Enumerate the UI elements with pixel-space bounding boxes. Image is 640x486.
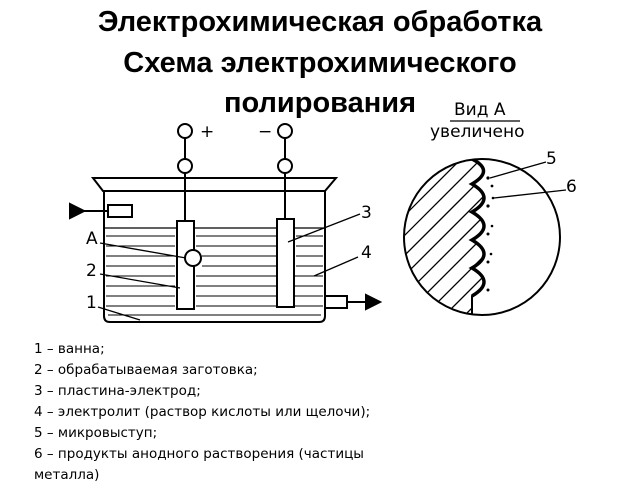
view-leaders — [489, 161, 567, 199]
view-label: Вид А — [454, 100, 506, 120]
title-line-3: полирования — [223, 87, 417, 119]
callout-3: 3 — [361, 203, 372, 223]
view-scale-label: увеличено — [430, 122, 524, 142]
legend: 1 – ванна; 2 – обрабатываемая заготовка;… — [34, 339, 634, 486]
callout-1: 1 — [86, 293, 97, 313]
enlarged-view — [404, 159, 560, 315]
callout-5: 5 — [546, 149, 557, 169]
electrode-plate — [276, 123, 295, 308]
callout-2: 2 — [86, 261, 97, 281]
inlet-pipe — [69, 202, 133, 220]
title-line-2: Схема электрохимического — [123, 47, 517, 79]
callout-4: 4 — [361, 243, 372, 263]
legend-item: 5 – микровыступ; — [34, 425, 158, 441]
legend-item: 2 – обрабатываемая заготовка; — [34, 362, 258, 378]
callout-leaders — [97, 213, 361, 321]
bath — [90, 177, 339, 323]
minus-sign: − — [258, 122, 272, 142]
point-label-a: А — [86, 229, 98, 249]
outlet-pipe — [324, 293, 383, 311]
callout-6: 6 — [566, 177, 577, 197]
title-line-1: Электрохимическая обработка — [97, 6, 543, 38]
plus-sign: + — [200, 122, 214, 142]
view-circle-outline — [403, 158, 561, 316]
legend-item: металла) — [34, 467, 100, 483]
legend-item: 3 – пластина-электрод; — [34, 383, 201, 399]
legend-item: 6 – продукты анодного растворения (части… — [34, 446, 364, 462]
legend-item: 4 – электролит (раствор кислоты или щело… — [34, 404, 371, 420]
electrolyte — [106, 235, 323, 316]
workpiece — [176, 123, 202, 310]
legend-item: 1 – ванна; — [34, 341, 105, 357]
